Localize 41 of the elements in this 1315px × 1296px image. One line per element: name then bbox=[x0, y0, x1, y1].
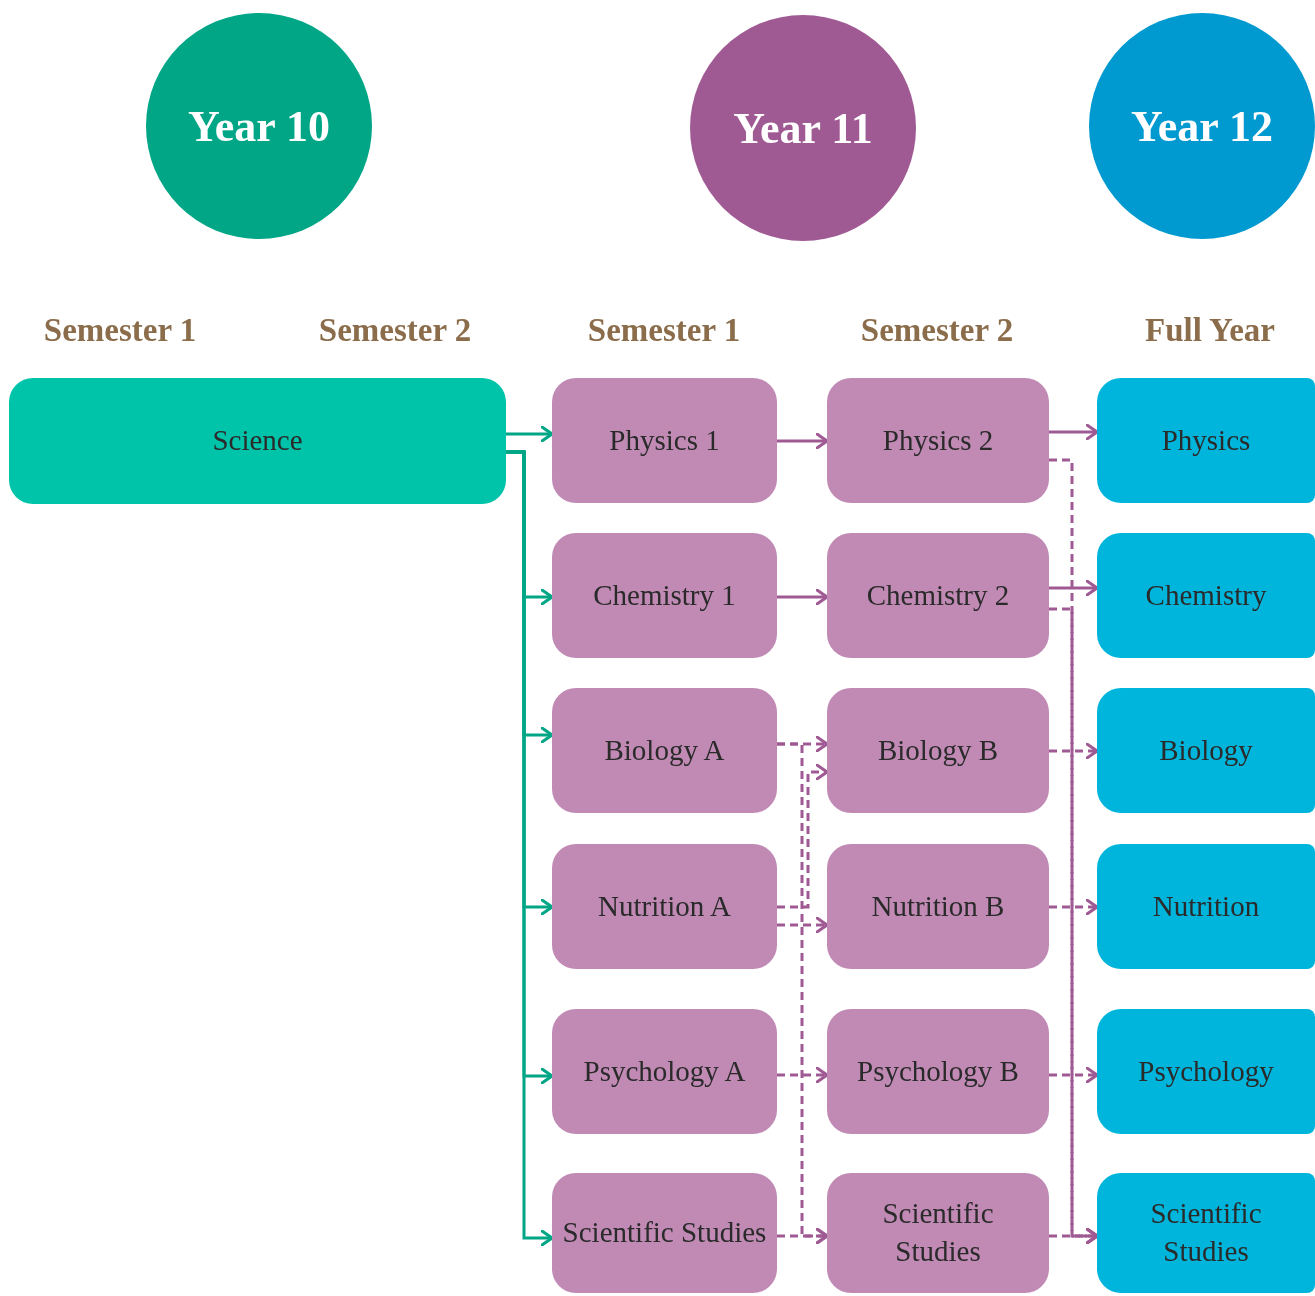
year-circle: Year 12 bbox=[1089, 13, 1315, 239]
column-heading: Semester 1 bbox=[43, 312, 197, 349]
year-circle: Year 11 bbox=[690, 15, 916, 241]
subject-box: Nutrition bbox=[1097, 844, 1315, 969]
arrow bbox=[1049, 1227, 1099, 1245]
subject-box: Psychology bbox=[1097, 1009, 1315, 1134]
column-heading: Semester 2 bbox=[318, 312, 472, 349]
arrow bbox=[777, 588, 829, 606]
subject-box: Psychology B bbox=[827, 1009, 1049, 1134]
column-heading: Semester 1 bbox=[587, 312, 741, 349]
arrow bbox=[1049, 1066, 1099, 1084]
subject-box: Physics 1 bbox=[552, 378, 777, 503]
arrow bbox=[1049, 898, 1099, 916]
subject-box: Biology B bbox=[827, 688, 1049, 813]
arrow bbox=[777, 916, 829, 934]
arrow bbox=[777, 1227, 829, 1245]
subject-box: Scientific Studies bbox=[1097, 1173, 1315, 1293]
subject-box: Physics 2 bbox=[827, 378, 1049, 503]
arrow bbox=[777, 432, 829, 450]
subject-box: Biology bbox=[1097, 688, 1315, 813]
subject-box: Nutrition A bbox=[552, 844, 777, 969]
subject-box: Scientific Studies bbox=[827, 1173, 1049, 1293]
subject-box: Chemistry bbox=[1097, 533, 1315, 658]
subject-box: Biology A bbox=[552, 688, 777, 813]
subject-box: Chemistry 1 bbox=[552, 533, 777, 658]
subject-box: Chemistry 2 bbox=[827, 533, 1049, 658]
arrow bbox=[506, 425, 554, 443]
subject-box: Nutrition B bbox=[827, 844, 1049, 969]
year-circle: Year 10 bbox=[146, 13, 372, 239]
arrow bbox=[777, 1066, 829, 1084]
column-heading: Full Year bbox=[1145, 312, 1275, 349]
arrow bbox=[506, 450, 554, 1247]
column-heading: Semester 2 bbox=[860, 312, 1014, 349]
subject-box: Physics bbox=[1097, 378, 1315, 503]
arrow bbox=[1049, 579, 1099, 597]
arrow bbox=[1049, 423, 1099, 441]
arrow bbox=[777, 763, 829, 909]
subject-box: Scientific Studies bbox=[552, 1173, 777, 1293]
subject-box: Science bbox=[9, 378, 506, 504]
arrow bbox=[1049, 742, 1099, 760]
subject-box: Psychology A bbox=[552, 1009, 777, 1134]
